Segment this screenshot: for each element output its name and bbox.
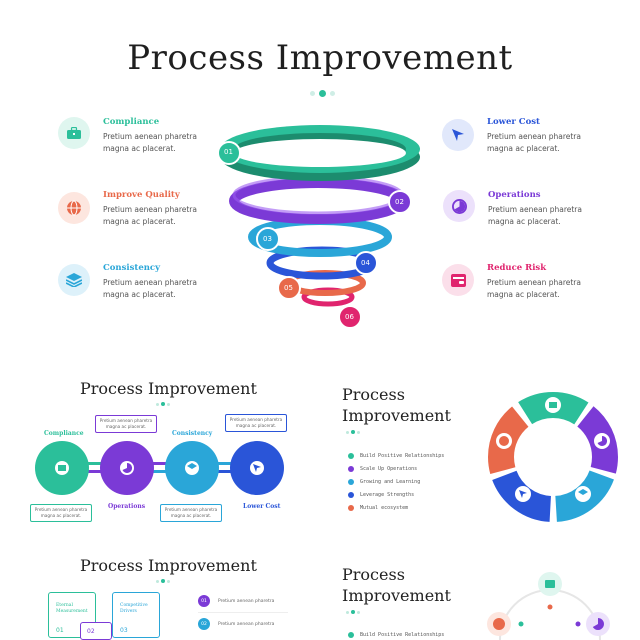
wallet-icon	[442, 264, 474, 296]
slide-indicator	[156, 579, 170, 583]
list-item: Build Positive Relationships	[348, 449, 444, 462]
feature-title: Operations	[488, 190, 541, 200]
spiral-label: 06	[345, 313, 354, 321]
list-item: Growing and Learning	[348, 475, 444, 488]
note-box: Pretium aenean pharetra magna ac placera…	[95, 415, 157, 433]
circle-label: Operations	[108, 503, 146, 510]
pie-chart-icon	[443, 190, 475, 222]
feature-desc: Pretium aenean pharetra magna ac placera…	[103, 132, 197, 153]
feature-title: Reduce Risk	[487, 263, 547, 273]
thumb-title: Process	[342, 385, 405, 404]
slide-dot[interactable]	[330, 91, 335, 96]
slide-dot-active[interactable]	[319, 90, 326, 97]
list-item: Build Positive Relationships	[348, 628, 444, 640]
briefcase-icon	[58, 117, 90, 149]
feature-desc: Pretium aenean pharetra magna ac placera…	[487, 278, 581, 299]
feature-operations	[443, 190, 475, 222]
bullet-list: Build Positive Relationships Scale Up Op…	[348, 449, 444, 514]
feature-lower-cost	[442, 119, 474, 151]
spiral-label: 01	[224, 148, 233, 156]
step-card: Eternal Measurement 01	[48, 592, 96, 638]
feature-reduce-risk	[442, 264, 474, 296]
thumb-title: Process Improvement	[80, 379, 257, 398]
feature-title: Consistency	[103, 263, 161, 273]
feature-improve-quality	[58, 192, 90, 224]
list-item: Leverage Strengths	[348, 488, 444, 501]
navigation-arrow-icon	[442, 119, 474, 151]
circle-chain-graphic	[35, 441, 284, 495]
numbered-list: 01 Pretium aenean pharetra 02 Pretium ae…	[198, 594, 288, 631]
note-box: Pretium aenean pharetra magna ac placera…	[30, 504, 92, 522]
feature-title: Improve Quality	[103, 190, 180, 200]
circle-label: Consistency	[172, 430, 213, 437]
feature-title: Lower Cost	[487, 117, 540, 127]
feature-desc: Pretium aenean pharetra magna ac placera…	[488, 205, 582, 226]
list-item: 02 Pretium aenean pharetra	[198, 617, 288, 631]
thumb-title: Improvement	[342, 586, 451, 605]
note-box: Pretium aenean pharetra magna ac placera…	[160, 504, 222, 522]
list-item: 01 Pretium aenean pharetra	[198, 594, 288, 608]
slide-indicator	[346, 430, 360, 434]
layers-icon	[58, 264, 90, 296]
feature-desc: Pretium aenean pharetra magna ac placera…	[487, 132, 581, 153]
list-item: Scale Up Operations	[348, 462, 444, 475]
circle-label: Compliance	[44, 430, 84, 437]
spiral-label: 05	[284, 284, 293, 292]
slide-indicator[interactable]	[310, 90, 335, 97]
spiral-label: 04	[361, 259, 370, 267]
note-box: Pretium aenean pharetra magna ac placera…	[225, 414, 287, 432]
feature-consistency	[58, 264, 90, 296]
thumb-title: Process Improvement	[80, 556, 257, 575]
slide-indicator	[156, 402, 170, 406]
spiral-label: 03	[263, 235, 272, 243]
feature-compliance	[58, 117, 90, 149]
arc-diagram-graphic	[487, 572, 610, 640]
bullet-list: Build Positive Relationships	[348, 628, 444, 640]
feature-title: Compliance	[103, 117, 160, 127]
feature-desc: Pretium aenean pharetra magna ac placera…	[103, 205, 197, 226]
step-card: 02	[80, 622, 112, 640]
circle-label: Lower Cost	[243, 503, 281, 510]
slide-indicator	[346, 610, 360, 614]
thumb-title: Improvement	[342, 406, 451, 425]
spiral-funnel-graphic	[217, 125, 420, 329]
page-title: Process Improvement	[127, 38, 513, 78]
spiral-label: 02	[395, 198, 404, 206]
cycle-diagram-graphic	[488, 392, 618, 522]
globe-icon	[58, 192, 90, 224]
feature-desc: Pretium aenean pharetra magna ac placera…	[103, 278, 197, 299]
thumb-title: Process	[342, 565, 405, 584]
slide-dot[interactable]	[310, 91, 315, 96]
step-card: Competitive Drivers 03	[112, 592, 160, 638]
list-item: Mutual ecosystem	[348, 501, 444, 514]
